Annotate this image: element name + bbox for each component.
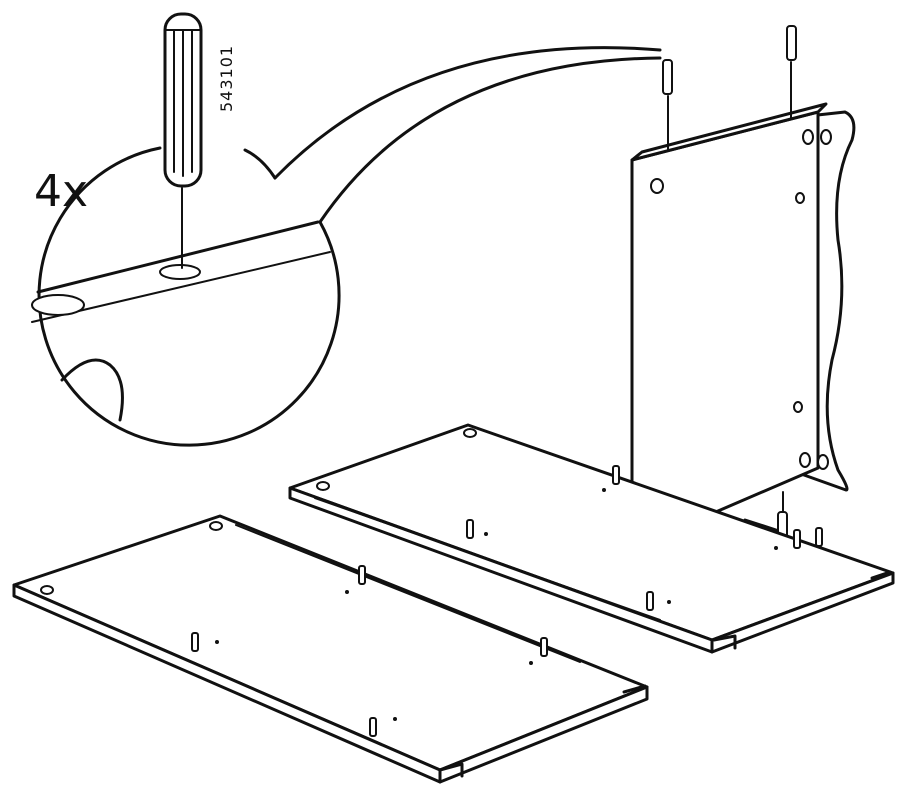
top-panel	[12, 514, 649, 784]
detail-magnifier	[31, 46, 662, 447]
base-panel	[288, 423, 895, 654]
side-panel	[630, 25, 856, 601]
dowel-icon	[163, 12, 203, 188]
part-number-label: 543101	[217, 45, 236, 112]
quantity-label: 4x	[34, 166, 88, 217]
